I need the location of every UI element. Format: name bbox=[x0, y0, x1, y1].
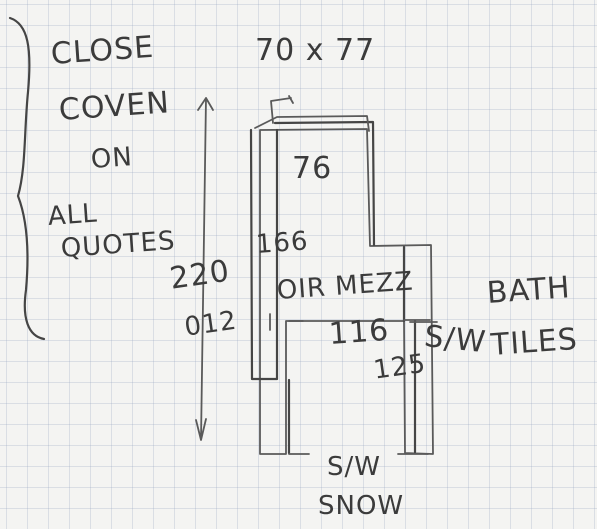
label-sw-right: S/W bbox=[422, 319, 488, 361]
plan-details bbox=[269, 95, 438, 455]
note-close-line-2: COVEN bbox=[57, 85, 171, 128]
plan-outline-main bbox=[259, 128, 434, 455]
dimension-top-label: 70 x 77 bbox=[255, 33, 376, 68]
curly-brace-icon bbox=[8, 16, 46, 341]
note-close-line-3: ON bbox=[89, 142, 134, 175]
label-012: 012 bbox=[182, 305, 240, 343]
label-125: 125 bbox=[371, 348, 429, 386]
label-snow: SNOW bbox=[318, 491, 405, 521]
arrow-icon bbox=[195, 97, 214, 441]
label-220: 220 bbox=[167, 253, 233, 297]
bath-tiles-line-2: TILES bbox=[489, 321, 579, 363]
plan-outline-inner bbox=[249, 120, 417, 455]
note-close-line-5: QUOTES bbox=[59, 225, 177, 264]
note-close-line-4: ALL bbox=[46, 198, 99, 232]
label-166: 166 bbox=[254, 226, 310, 260]
label-sw-bottom: S/W bbox=[327, 452, 381, 482]
bath-tiles-line-1: BATH bbox=[485, 270, 572, 311]
top-tab bbox=[254, 115, 370, 132]
label-116: 116 bbox=[327, 312, 391, 352]
label-76: 76 bbox=[292, 151, 333, 186]
note-close-line-1: CLOSE bbox=[49, 29, 156, 72]
